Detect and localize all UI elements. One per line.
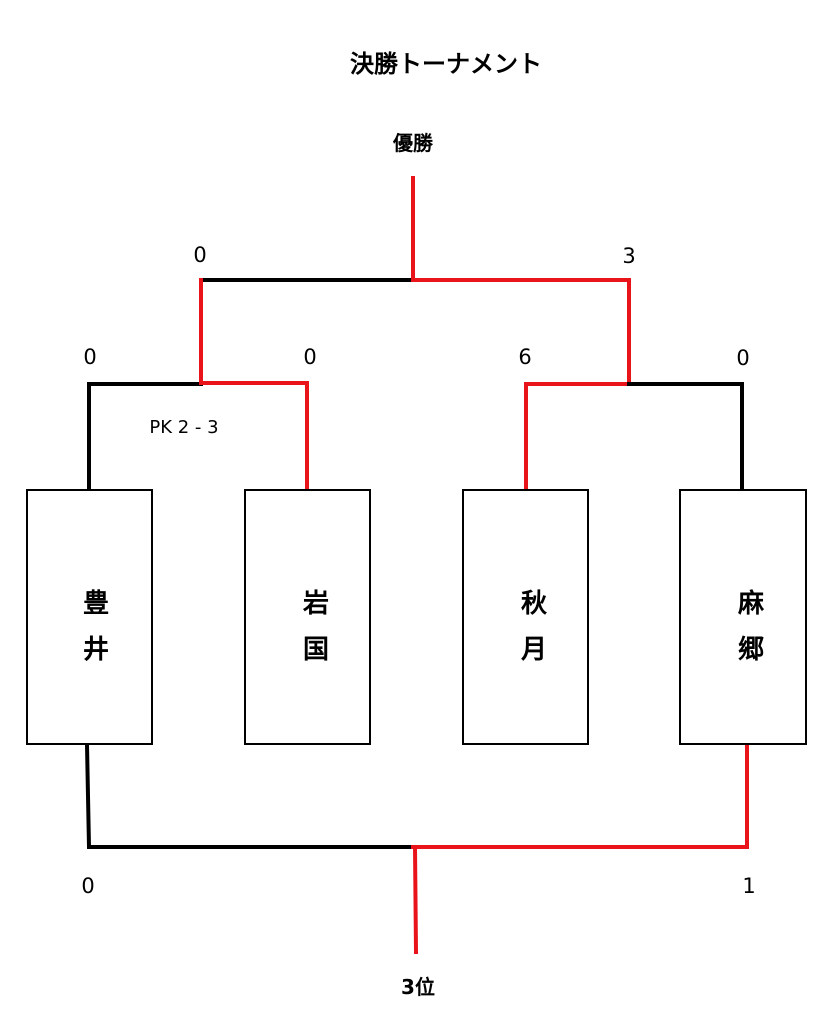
team-name-toyoi-line-1: 豊 [83,589,109,619]
team-box-toyoi [26,489,153,745]
team-name-iwakuni-line-2: 国 [303,635,329,665]
akizuki-score: 6 [518,345,531,369]
page-title: 決勝トーナメント [350,50,542,78]
asago-score: 0 [736,346,749,370]
team-name-toyoi-line-2: 井 [83,635,109,665]
iwakuni-score: 0 [303,345,316,369]
team-name-akizuki-line-2: 月 [520,635,547,665]
third-place-right-score: 1 [742,874,755,898]
pk-shootout-score: PK 2 - 3 [149,417,218,438]
team-box-akizuki [462,489,589,745]
team-name-iwakuni-line-1: 岩 [302,589,329,619]
third-place-left-score: 0 [81,874,94,898]
toyoi-score: 0 [83,345,96,369]
toyoi-semifinal-line [87,382,203,492]
winner-label: 優勝 [392,131,434,155]
third-place-right-line [411,743,749,849]
final-right-score: 3 [622,244,635,268]
third-place-left-line [84,742,415,849]
final-left-score: 0 [193,243,206,267]
team-name-asago-line-1: 麻 [737,589,765,619]
team-box-asago [679,489,807,745]
iwakuni-semifinal-line [199,381,309,492]
team-name-akizuki-line-1: 秋 [521,589,548,619]
team-box-iwakuni [244,489,371,745]
third-place-line [412,844,419,955]
akizuki-semifinal-line [524,382,631,492]
team-name-asago-line-2: 郷 [738,635,764,665]
asago-semifinal-line [627,382,744,492]
third-place-label: 3位 [401,975,435,999]
